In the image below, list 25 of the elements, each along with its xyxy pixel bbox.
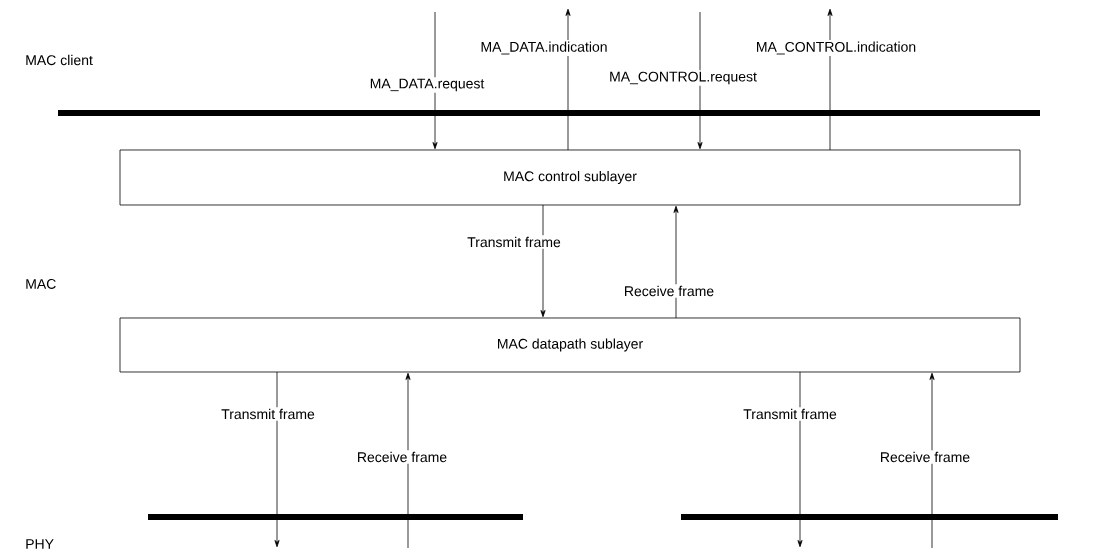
edge-label: MA_DATA.request bbox=[368, 77, 486, 93]
edge-label: Transmit frame bbox=[465, 235, 563, 249]
arrow bbox=[697, 11, 703, 150]
arrow bbox=[405, 372, 411, 549]
edge-label: Transmit frame bbox=[219, 407, 317, 421]
arrow bbox=[827, 8, 833, 151]
arrow bbox=[565, 8, 571, 151]
sublayer-box: MAC datapath sublayer bbox=[119, 317, 1021, 373]
arrow bbox=[432, 11, 438, 150]
edge-label: MA_DATA.indication bbox=[478, 40, 610, 56]
edge-label: MA_CONTROL.request bbox=[607, 70, 759, 86]
arrow bbox=[929, 372, 935, 549]
edge-label: Transmit frame bbox=[741, 407, 839, 421]
layer-label: MAC client bbox=[26, 54, 93, 66]
edge-label: MA_CONTROL.indication bbox=[754, 40, 918, 56]
arrow bbox=[540, 204, 546, 318]
edge-label: Receive frame bbox=[355, 450, 449, 464]
arrow bbox=[797, 371, 803, 548]
layer-label: PHY bbox=[26, 539, 54, 549]
edge-label: Receive frame bbox=[622, 284, 716, 298]
sublayer-box: MAC control sublayer bbox=[119, 149, 1021, 206]
arrow bbox=[274, 371, 280, 548]
edge-label: Receive frame bbox=[878, 450, 972, 464]
layer-label: MAC bbox=[26, 279, 56, 289]
arrow bbox=[673, 205, 679, 319]
